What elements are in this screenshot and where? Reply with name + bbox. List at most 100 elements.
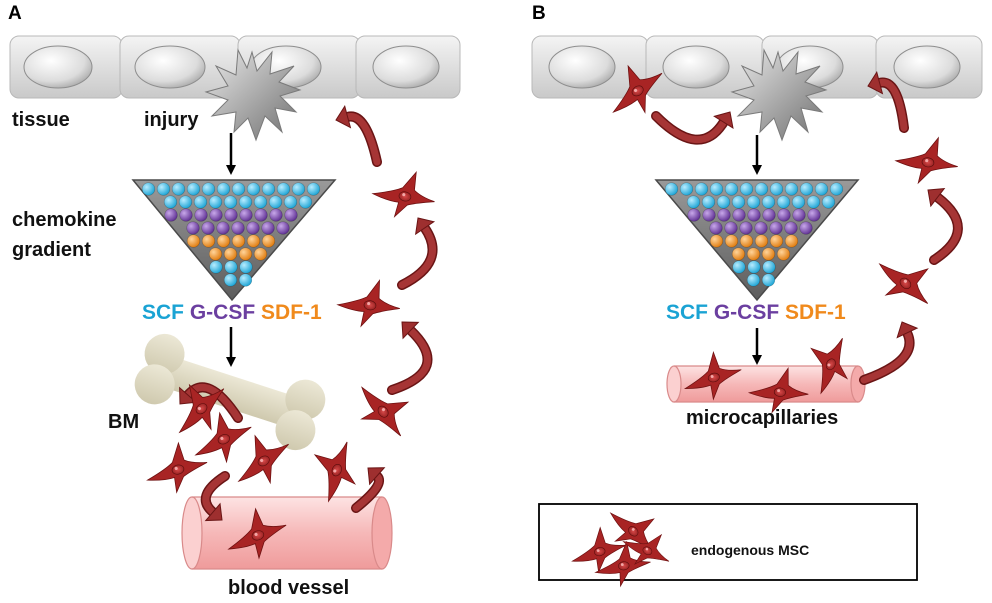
scf-particle [208, 195, 223, 209]
sdf1-particle [186, 234, 201, 248]
scf-particle [799, 182, 814, 196]
chemokine-gradient-label-line1: chemokine [12, 209, 117, 231]
gcsf-particle [747, 208, 761, 222]
panel-b-letter: B [532, 3, 546, 24]
sdf1-particle [724, 234, 739, 248]
scf-particle [814, 182, 829, 196]
tissue-cell [531, 35, 649, 99]
gcsf-particle [777, 208, 791, 222]
msc-cell-icon [336, 279, 400, 328]
scf-particle [156, 182, 171, 196]
tissue-cell [9, 35, 123, 99]
curved-arrow [651, 111, 734, 145]
msc-cell-icon [612, 64, 663, 114]
scf-particle [163, 195, 178, 209]
gcsf-particle [702, 208, 716, 222]
gcsf-particle [687, 208, 701, 222]
curved-arrow [351, 467, 386, 513]
sdf1-particle [746, 247, 761, 261]
msc-cell-icon [683, 350, 742, 401]
msc-cell-icon [360, 386, 410, 437]
sdf1-label: SDF-1 [261, 301, 322, 324]
scf-particle [209, 260, 223, 274]
scf-particle [268, 195, 283, 209]
curved-arrow [397, 217, 438, 290]
scf-particle [762, 260, 776, 274]
msc-cell-icon [371, 171, 435, 218]
scf-label: SCF [666, 301, 708, 324]
scf-particle [193, 195, 208, 209]
scf-particle [224, 260, 238, 274]
scf-particle [776, 195, 791, 209]
gcsf-particle [769, 221, 783, 235]
gcsf-particle [261, 221, 275, 235]
gcsf-particle [717, 208, 731, 222]
scf-particle [223, 273, 238, 287]
curved-arrow [859, 321, 919, 385]
sdf1-particle [261, 234, 276, 248]
scf-particle [761, 273, 776, 287]
panel-a [9, 35, 461, 570]
gcsf-particle [224, 208, 238, 222]
scf-particle [806, 195, 821, 209]
curved-arrow [335, 105, 382, 167]
gcsf-label: G-CSF [713, 301, 780, 324]
gcsf-particle [164, 208, 178, 222]
scf-particle [231, 182, 246, 196]
scf-particle [739, 182, 754, 196]
sdf1-particle [709, 234, 724, 248]
scf-particle [769, 182, 784, 196]
gcsf-particle [276, 221, 290, 235]
scf-label: SCF [142, 301, 184, 324]
msc-cell-icon [894, 136, 958, 185]
sdf1-particle [246, 234, 261, 248]
sdf1-particle [216, 234, 231, 248]
bm-label: BM [108, 411, 140, 433]
blood-vessel-icon [181, 496, 393, 570]
tissue-cell [119, 35, 241, 99]
gcsf-particle [239, 208, 253, 222]
msc-cell-icon [237, 434, 289, 485]
tissue-cell [875, 35, 983, 99]
chemokine-labels-a: SCF G-CSF SDF-1 [142, 302, 322, 323]
msc-cell-icon [178, 383, 225, 434]
sdf1-particle [754, 234, 769, 248]
scf-particle [201, 182, 216, 196]
legend-label: endogenous MSC [691, 542, 810, 558]
sdf1-particle [761, 247, 776, 261]
gcsf-particle [209, 208, 223, 222]
sdf1-particle [223, 247, 238, 261]
scf-particle [186, 182, 201, 196]
chemokine-particles [664, 182, 844, 287]
gcsf-particle [216, 221, 230, 235]
sdf1-particle [238, 247, 253, 261]
sdf1-particle [739, 234, 754, 248]
scf-particle [791, 195, 806, 209]
chemokine-gradient-triangle [654, 179, 860, 302]
sdf1-particle [776, 247, 791, 261]
scf-particle [306, 182, 321, 196]
sdf1-particle [201, 234, 216, 248]
scf-particle [754, 182, 769, 196]
gcsf-particle [201, 221, 215, 235]
injury-star-icon [730, 48, 828, 142]
curved-arrow [927, 188, 963, 265]
scf-particle [746, 195, 761, 209]
scf-particle [261, 182, 276, 196]
gcsf-particle [231, 221, 245, 235]
scf-particle [178, 195, 193, 209]
msc-cell-icon [194, 411, 252, 464]
scf-particle [291, 182, 306, 196]
msc-cell-icon [227, 507, 287, 560]
microcapillaries-label: microcapillaries [686, 407, 839, 429]
bone-marrow-icon [134, 333, 326, 451]
migration-arrows [179, 71, 963, 522]
sdf1-particle [731, 247, 746, 261]
scf-particle [283, 195, 298, 209]
chemokine-gradient-triangle [131, 179, 337, 302]
msc-cell-icon [747, 367, 809, 414]
gcsf-particle [792, 208, 806, 222]
tissue-label: tissue [12, 109, 70, 131]
scf-particle [664, 182, 679, 196]
msc-cells [146, 64, 958, 588]
